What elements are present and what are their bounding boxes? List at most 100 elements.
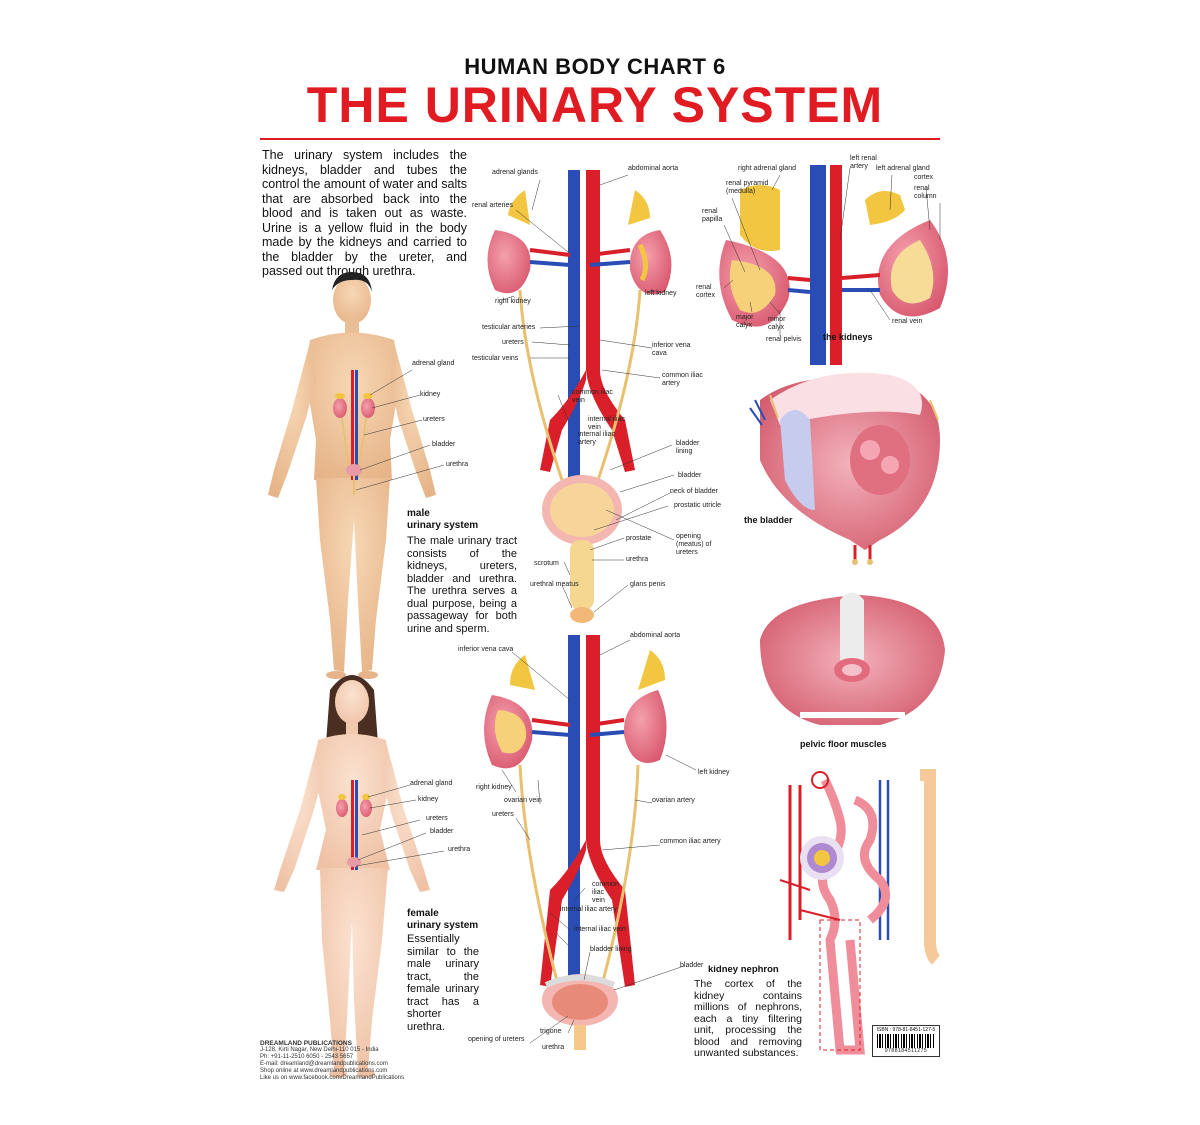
ft-common-iliac-artery: common iliac artery (660, 838, 721, 845)
mt-testicular-veins: testicular veins (472, 355, 519, 362)
ft-internal-iliac-vein: internal iliac vein (574, 926, 626, 933)
kidneys-leader-lines (723, 167, 941, 336)
mt-adrenal-glands: adrenal glands (492, 169, 538, 176)
mt-left-kidney: left kidney (645, 290, 677, 297)
male-label-bladder: bladder (432, 441, 456, 448)
kd-renal-cortex: renal cortex (696, 284, 716, 299)
pelvic-floor-caption: pelvic floor muscles (800, 739, 887, 749)
kd-right-adrenal-gland: right adrenal gland (738, 165, 796, 172)
nephron-detail (779, 769, 941, 1055)
intro-paragraph: The urinary system includes the kidneys,… (262, 148, 467, 278)
ft-ovarian-artery: ovarian artery (652, 797, 695, 804)
nephron-caption: kidney nephron (708, 964, 779, 975)
bladder-detail (749, 372, 940, 565)
kd-renal-column: renal column (914, 185, 937, 200)
illustrations (268, 165, 948, 1078)
female-caption-line1: female (407, 908, 439, 919)
kd-minor-calyx: minor calyx (768, 316, 786, 331)
female-label-ureters: ureters (426, 815, 448, 822)
male-tract-leader-lines (501, 174, 675, 613)
ft-bladder-lining: bladder lining (590, 946, 632, 953)
kd-cortex: cortex (914, 174, 934, 181)
poster: HUMAN BODY CHART 6 THE URINARY SYSTEM Th… (240, 40, 950, 1082)
mt-common-iliac-vein: common iliac vein (572, 389, 613, 404)
barcode-digits: 9788184511275 (884, 1048, 928, 1054)
publisher-facebook: Like us on www.facebook.com/DreamlandPub… (260, 1075, 405, 1081)
female-tract-leader-lines (501, 639, 697, 1044)
male-urinary-tract (487, 170, 672, 623)
kd-left-renal-artery: left renal artery (850, 155, 877, 170)
kd-renal-pelvis: renal pelvis (766, 336, 802, 343)
publisher-block: DREAMLAND PUBLICATIONS J-128, Kirti Naga… (260, 1040, 410, 1082)
ft-bladder: bladder (680, 962, 704, 969)
title-divider (260, 138, 940, 140)
ft-opening-of-ureters: opening of ureters (468, 1036, 525, 1043)
ft-abdominal-aorta: abdominal aorta (630, 632, 681, 639)
chart-subtitle: HUMAN BODY CHART 6 (464, 54, 726, 79)
kidneys-caption: the kidneys (823, 332, 873, 342)
barcode (877, 1034, 935, 1048)
bladder-caption: the bladder (744, 515, 793, 525)
ft-inferior-vena-cava: inferior vena cava (458, 646, 514, 653)
pelvic-floor-detail (760, 592, 945, 725)
kd-renal-papilla: renal papilla (702, 208, 723, 223)
ft-right-kidney: right kidney (476, 784, 512, 791)
mt-prostate: prostate (626, 535, 652, 542)
ft-ovarian-vein: ovarian vein (504, 797, 542, 804)
publisher-email: E-mail: dreamland@dreamlandpublications.… (260, 1061, 388, 1067)
female-label-urethra: urethra (448, 846, 471, 853)
publisher-name: DREAMLAND PUBLICATIONS (260, 1040, 352, 1047)
ft-ureters: ureters (492, 811, 514, 818)
kd-renal-pyramid: renal pyramid (medulla) (726, 180, 769, 195)
male-caption-line2: urinary system (407, 520, 479, 531)
mt-opening-of-ureters: opening (meatus) of ureters (676, 533, 712, 556)
mt-testicular-arteries: testicular arteries (482, 324, 536, 331)
mt-urethral-meatus: urethral meatus (530, 581, 579, 588)
male-label-kidney: kidney (420, 391, 441, 398)
mt-prostatic-utricle: prostatic utricle (674, 502, 722, 509)
ft-common-iliac-vein: common iliac vein (592, 881, 619, 904)
mt-scrotum: scrotum (534, 560, 559, 567)
kidneys-detail (719, 165, 948, 365)
mt-internal-iliac-vein: internal iliac vein (588, 416, 625, 431)
kd-renal-vein: renal vein (892, 318, 923, 325)
ft-internal-iliac-artery: internal iliac artery (560, 906, 617, 913)
publisher-phone: Ph: +91-11-2510 6050 - 2543 5657 (260, 1054, 354, 1060)
male-caption-line1: male (407, 508, 430, 519)
female-figure (274, 675, 430, 1078)
female-description: Essentially similar to the male urinary … (407, 933, 479, 1033)
female-label-adrenal-gland: adrenal gland (410, 780, 453, 787)
kd-left-adrenal-gland: left adrenal gland (876, 165, 930, 172)
female-caption-line2: urinary system (407, 920, 479, 931)
mt-glans-penis: glans penis (630, 581, 666, 588)
nephron-description: The cortex of the kidney contains millio… (694, 978, 802, 1059)
mt-internal-iliac-artery: internal iliac artery (578, 431, 615, 446)
mt-abdominal-aorta: abdominal aorta (628, 165, 679, 172)
ft-urethra: urethra (542, 1044, 565, 1051)
male-label-ureters: ureters (423, 416, 445, 423)
isbn-text: ISBN : 978-81-8451-127-5 (876, 1027, 936, 1033)
female-label-kidney: kidney (418, 796, 439, 803)
mt-neck-of-bladder: neck of bladder (670, 488, 718, 495)
mt-ureters: ureters (502, 339, 524, 346)
ft-trigone: trigone (540, 1028, 562, 1035)
male-figure-leader-lines (355, 369, 445, 491)
mt-right-kidney: right kidney (495, 298, 531, 305)
isbn-box: ISBN : 978-81-8451-127-5 9788184511275 (872, 1025, 940, 1057)
male-label-adrenal-gland: adrenal gland (412, 360, 455, 367)
female-label-bladder: bladder (430, 828, 454, 835)
ft-left-kidney: left kidney (698, 769, 730, 776)
mt-urethra: urethra (626, 556, 649, 563)
mt-inferior-vena-cava: inferior vena cava (652, 342, 691, 357)
mt-bladder-lining: bladder lining (676, 440, 700, 455)
publisher-website: Shop online at www.dreamlandpublications… (260, 1068, 388, 1074)
mt-common-iliac-artery: common iliac artery (662, 372, 703, 387)
chart-title: THE URINARY SYSTEM (306, 77, 884, 133)
publisher-address: J-128, Kirti Nagar, New Delhi-110 015 - … (260, 1047, 379, 1053)
male-description: The male urinary tract consists of the k… (407, 535, 517, 635)
male-label-urethra: urethra (446, 461, 469, 468)
kd-major-calyx: major calyx (736, 314, 754, 329)
mt-bladder: bladder (678, 472, 702, 479)
male-figure (268, 272, 436, 679)
female-urinary-tract (484, 635, 667, 1050)
